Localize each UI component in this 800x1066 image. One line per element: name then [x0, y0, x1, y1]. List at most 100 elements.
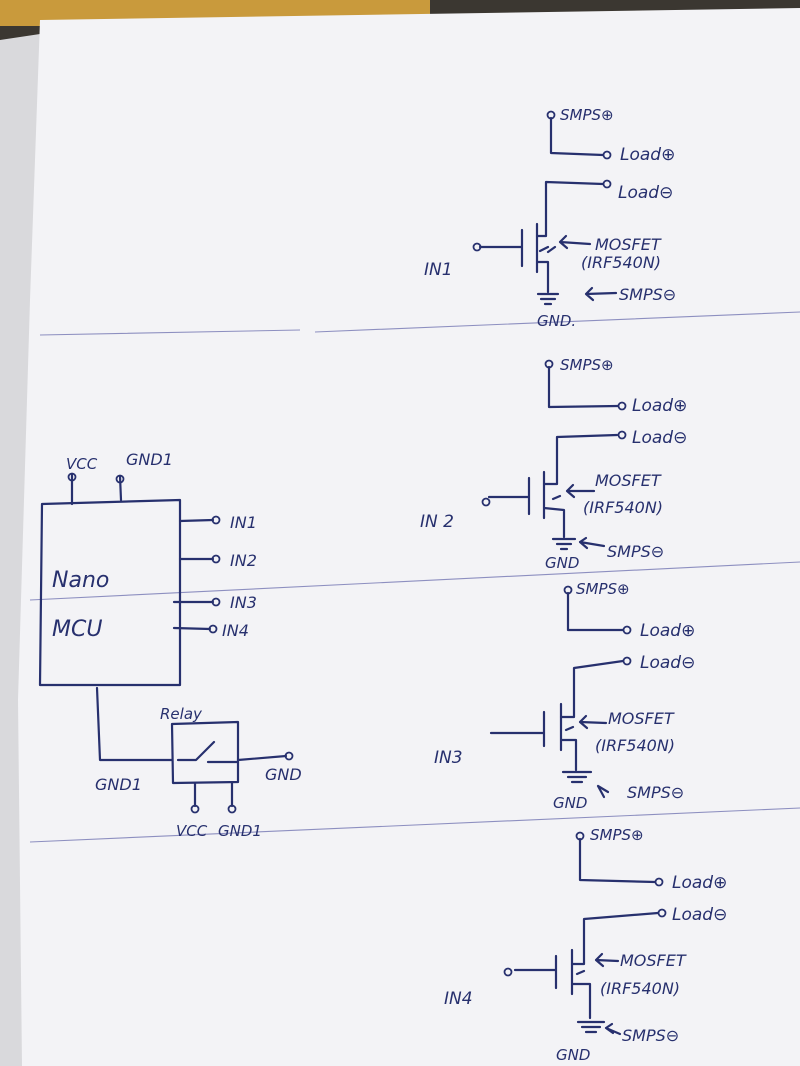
load-pos-label: Load⊕ [632, 396, 687, 416]
mosfet-label: MOSFET [595, 235, 662, 254]
smps-neg-label: SMPS⊖ [622, 1026, 679, 1045]
gate-terminal [472, 242, 482, 252]
in1-terminal [211, 515, 221, 525]
load-pos-label: Load⊕ [620, 145, 675, 165]
ground-symbol [536, 292, 560, 306]
load-neg-label: Load⊖ [672, 905, 727, 925]
gnd-label: GND. [537, 312, 576, 330]
mosfet-label: MOSFET [620, 951, 687, 970]
smps-neg-label: SMPS⊖ [619, 285, 676, 304]
gate-input-label: IN1 [424, 260, 453, 280]
load-pos-label: Load⊕ [640, 621, 695, 641]
mcu-output-leads [172, 518, 215, 631]
load-neg-label: Load⊖ [618, 183, 673, 203]
mcu-vcc-label: VCC [66, 455, 98, 473]
smps-pos-label: SMPS⊕ [560, 356, 614, 374]
load-neg-label: Load⊖ [640, 653, 695, 673]
ground-symbol [576, 1020, 606, 1034]
vcc-terminal [67, 472, 77, 482]
mosfet-channel-1: SMPS⊕ Load⊕ Load⊖ MOSFET (IRF540N) IN1 S… [424, 106, 676, 330]
smps-neg-label: SMPS⊖ [627, 783, 684, 802]
relay-output-wire [236, 754, 288, 762]
mcu-power-leads [70, 472, 123, 506]
smps-neg-arrow [596, 784, 610, 799]
divider-line-3 [29, 807, 800, 843]
mosfet-channel-2: SMPS⊕ Load⊕ Load⊖ MOSFET (IRF540N) IN 2 … [420, 356, 687, 572]
mosfet-symbol [478, 222, 557, 294]
ground-symbol [551, 537, 577, 551]
relay-gnd-wire [95, 686, 174, 762]
mosfet-part-label: (IRF540N) [600, 979, 680, 998]
mcu-gnd-label: GND1 [126, 450, 173, 469]
drain-wire [535, 180, 605, 238]
mcu-block: VCC GND1 Nano MCU IN1 IN2 IN3 IN4 [38, 450, 257, 687]
mosfet-arrow [578, 714, 608, 730]
relay-block: Relay GND1 GND VCC GND1 [95, 686, 302, 840]
load-pos-terminal [654, 877, 664, 887]
load-neg-label: Load⊖ [632, 428, 687, 448]
load-supply-wire [547, 365, 620, 409]
mosfet-symbol [487, 470, 566, 539]
load-pos-terminal [622, 625, 632, 635]
load-pos-label: Load⊕ [672, 873, 727, 893]
gate-input-label: IN4 [444, 989, 473, 1009]
gate-terminal [481, 497, 491, 507]
smps-neg-arrow [604, 1022, 622, 1036]
gate-input-label: IN3 [434, 748, 463, 768]
smps-pos-label: SMPS⊕ [560, 106, 614, 124]
mosfet-label: MOSFET [608, 709, 675, 728]
relay-gnd1-terminal [227, 804, 237, 814]
load-neg-terminal [602, 179, 612, 189]
in3-terminal [211, 597, 221, 607]
smps-neg-label: SMPS⊖ [607, 542, 664, 561]
mosfet-arrow [565, 483, 596, 499]
smps-pos-label: SMPS⊕ [590, 826, 644, 844]
load-neg-terminal [657, 908, 667, 918]
load-supply-wire [578, 837, 657, 884]
mcu-name-line1: Nano [52, 568, 109, 593]
drain-wire [570, 911, 660, 966]
mcu-output-in1: IN1 [230, 513, 257, 532]
drain-wire [559, 659, 625, 719]
gnd1-terminal [115, 474, 125, 484]
mosfet-arrow [594, 952, 620, 968]
load-supply-wire [566, 591, 625, 632]
gnd-label: GND [556, 1046, 590, 1064]
relay-right-gnd-label: GND [265, 765, 302, 784]
mcu-output-in3: IN3 [230, 593, 257, 612]
load-pos-terminal [617, 401, 627, 411]
mosfet-arrow [558, 234, 592, 250]
relay-switch [176, 740, 240, 764]
gate-input-label: IN 2 [420, 512, 454, 532]
mosfet-channel-3: SMPS⊕ Load⊕ Load⊖ MOSFET (IRF540N) IN3 S… [434, 580, 695, 812]
relay-gnd-terminal [284, 751, 294, 761]
load-supply-wire [549, 116, 605, 157]
mosfet-part-label: (IRF540N) [583, 498, 663, 517]
mosfet-part-label: (IRF540N) [581, 253, 661, 272]
mosfet-channel-4: SMPS⊕ Load⊕ Load⊖ MOSFET (IRF540N) IN4 S… [444, 826, 727, 1064]
load-neg-terminal [617, 430, 627, 440]
smps-neg-arrow [578, 536, 606, 550]
in4-terminal [208, 624, 218, 634]
smps-pos-label: SMPS⊕ [576, 580, 630, 598]
relay-left-gnd-label: GND1 [95, 775, 142, 794]
relay-title: Relay [160, 705, 203, 723]
paper-sheet [18, 8, 800, 1066]
load-neg-terminal [622, 656, 632, 666]
relay-vcc-label: VCC [176, 822, 208, 840]
mosfet-label: MOSFET [595, 471, 662, 490]
gate-terminal [503, 967, 513, 977]
ground-symbol [561, 770, 593, 784]
mcu-name-line2: MCU [52, 617, 102, 642]
relay-pins [193, 781, 234, 808]
mosfet-part-label: (IRF540N) [595, 736, 675, 755]
load-pos-terminal [602, 150, 612, 160]
relay-vcc-terminal [190, 804, 200, 814]
in2-terminal [211, 554, 221, 564]
mosfet-symbol [513, 948, 592, 1020]
mcu-output-in4: IN4 [222, 621, 249, 640]
drain-wire [542, 433, 619, 486]
mcu-output-in2: IN2 [230, 551, 257, 570]
mcu-outline [38, 498, 182, 687]
gnd-label: GND [545, 554, 579, 572]
